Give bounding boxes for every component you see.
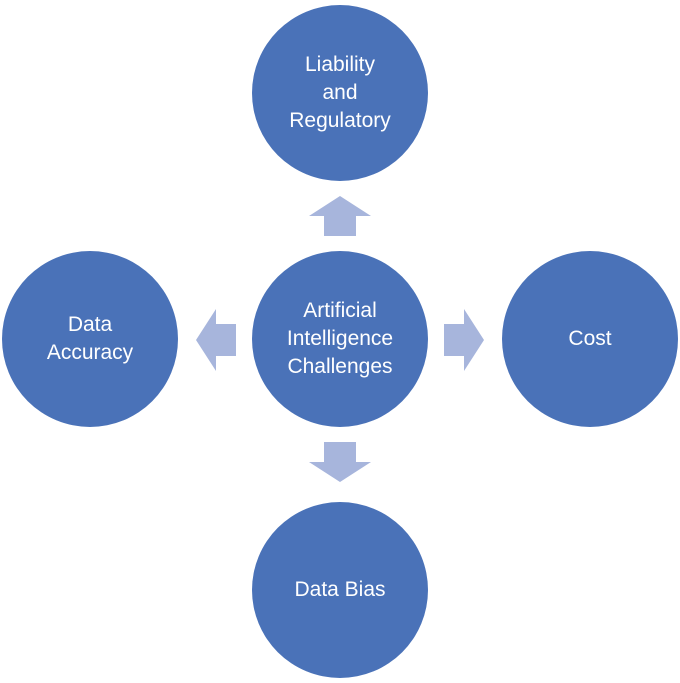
node-cost-label: Cost bbox=[568, 327, 612, 350]
node-data-bias-label: Data Bias bbox=[294, 578, 386, 601]
node-liability-regulatory-label: Liability and Regulatory bbox=[289, 53, 391, 132]
arrow-right-icon bbox=[444, 309, 484, 371]
arrow-up-icon bbox=[309, 196, 371, 236]
node-data-accuracy: Data Accuracy bbox=[2, 251, 178, 427]
arrow-down-icon bbox=[309, 442, 371, 482]
node-liability-regulatory: Liability and Regulatory bbox=[252, 5, 428, 181]
node-data-bias: Data Bias bbox=[252, 502, 428, 678]
node-ai-challenges: Artificial Intelligence Challenges bbox=[252, 251, 428, 427]
arrow-left-icon bbox=[196, 309, 236, 371]
node-ai-challenges-label: Artificial Intelligence Challenges bbox=[286, 299, 394, 378]
node-cost: Cost bbox=[502, 251, 678, 427]
node-data-accuracy-label: Data Accuracy bbox=[46, 313, 134, 364]
